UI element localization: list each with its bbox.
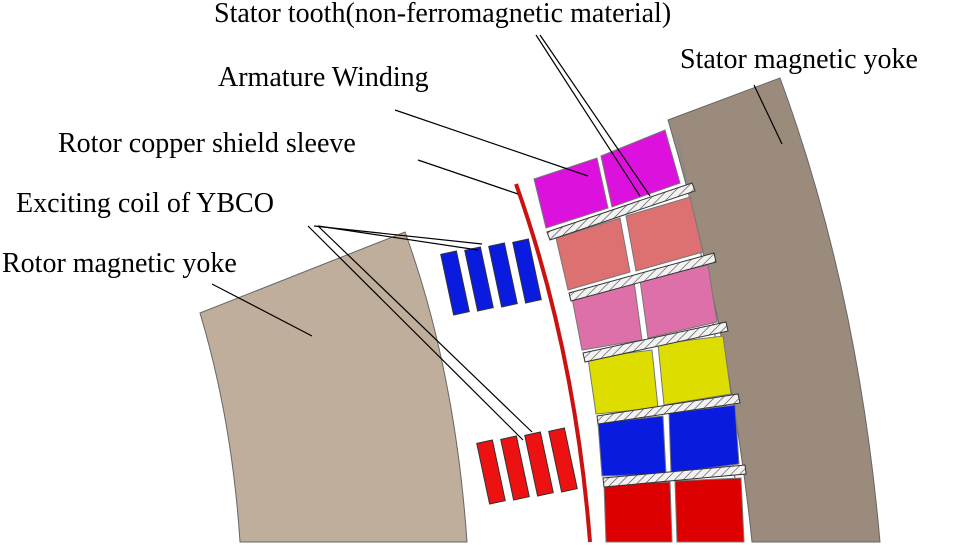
label-rotor-shield: Rotor copper shield sleeve <box>58 128 356 159</box>
leader-stator-yoke <box>753 84 783 145</box>
leader-lines <box>211 34 783 441</box>
coil-bar <box>548 427 578 493</box>
stator-tooth <box>596 393 741 425</box>
label-rotor-yoke: Rotor magnetic yoke <box>2 248 237 279</box>
exciting-coil-red <box>476 427 578 505</box>
leader-exciting-coil-blue <box>317 225 479 251</box>
winding-slot-4b <box>657 335 732 406</box>
leader-exciting-coil-red-2 <box>307 225 524 441</box>
stator-teeth <box>546 182 747 488</box>
leader-stator-tooth <box>539 34 651 197</box>
winding-slot-6a <box>603 481 673 543</box>
coil-bar <box>512 238 542 304</box>
stator-tooth <box>602 464 747 488</box>
winding-slot-5a <box>597 415 667 477</box>
label-stator-yoke: Stator magnetic yoke <box>680 44 918 75</box>
armature-windings <box>533 129 745 543</box>
winding-slot-5b <box>668 404 740 474</box>
winding-slot-1b <box>600 129 681 208</box>
rotor-yoke <box>199 231 468 543</box>
stator-tooth <box>546 182 696 241</box>
stator-tooth <box>568 252 717 302</box>
coil-bar <box>476 439 506 505</box>
label-exciting-coil: Exciting coil of YBCO <box>16 188 274 219</box>
winding-slot-2a <box>555 217 631 291</box>
winding-slot-4a <box>587 349 659 415</box>
stator-tooth <box>582 321 729 363</box>
rotor-shield-sleeve <box>514 183 592 543</box>
leader-exciting-coil-red <box>317 225 533 433</box>
exciting-coil-blue <box>440 238 542 316</box>
leader-stator-tooth-2 <box>535 34 641 197</box>
coil-bar <box>488 242 518 308</box>
leader-rotor-shield <box>417 159 519 195</box>
coil-bar <box>440 250 470 316</box>
coil-bar <box>524 431 554 497</box>
winding-slot-2b <box>625 196 704 272</box>
coil-bar <box>500 435 530 501</box>
leader-armature-winding <box>394 109 589 177</box>
leader-exciting-coil-blue-2 <box>313 225 483 245</box>
label-stator-tooth: Stator tooth(non-ferromagnetic material) <box>214 0 671 29</box>
coil-bar <box>464 246 494 312</box>
label-armature-winding: Armature Winding <box>218 62 429 93</box>
winding-slot-1a <box>533 157 609 229</box>
leader-rotor-yoke <box>211 283 313 337</box>
winding-slot-6b <box>674 477 745 543</box>
